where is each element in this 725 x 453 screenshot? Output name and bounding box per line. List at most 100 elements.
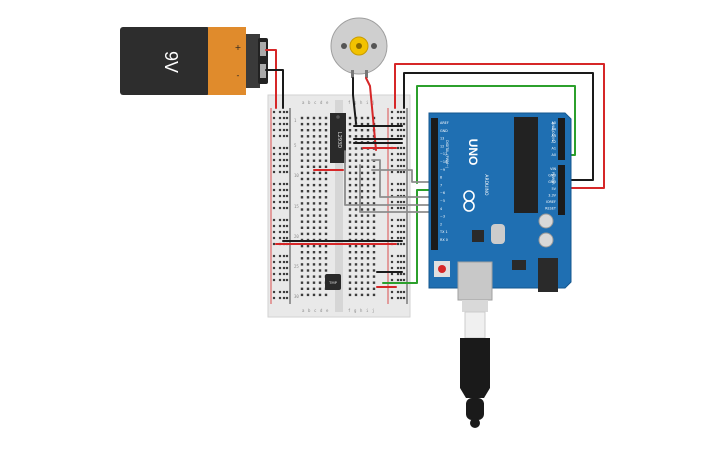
breadboard-hole [318, 190, 322, 193]
breadboard-hole [354, 244, 358, 248]
pin-label: GND [548, 174, 556, 178]
breadboard-hole [348, 202, 352, 205]
power-header[interactable] [558, 165, 565, 215]
usb-plug-body [460, 338, 490, 398]
breadboard-hole [360, 244, 364, 248]
breadboard-hole [300, 122, 304, 126]
capacitor-2 [538, 232, 554, 248]
breadboard-hole [300, 257, 304, 260]
breadboard-hole [324, 159, 328, 162]
breadboard-hole [300, 226, 304, 229]
digital-header[interactable] [431, 118, 438, 250]
rail-hole [285, 200, 289, 204]
wire-battery-plus[interactable] [265, 49, 277, 109]
wire-5v[interactable] [394, 63, 605, 189]
rail-hole [402, 206, 406, 210]
wire-motor-a[interactable] [352, 77, 357, 124]
breadboard-hole [354, 208, 358, 211]
breadboard-hole [312, 147, 316, 150]
breadboard-hole [318, 183, 322, 187]
breadboard-hole [324, 293, 328, 297]
board-brand: ARDUINO [483, 174, 489, 196]
breadboard-hole [360, 171, 364, 175]
breadboard-hole [372, 269, 376, 272]
wire-control-1[interactable] [344, 150, 441, 206]
breadboard-hole [324, 208, 328, 211]
rail-hole [396, 158, 400, 162]
wire-battery-minus[interactable] [265, 69, 284, 109]
breadboard-hole [312, 263, 316, 266]
breadboard-hole [318, 214, 322, 217]
col-label-i: i [366, 100, 369, 105]
rail-hole [282, 290, 286, 294]
rail-hole [402, 122, 406, 126]
rail-hole [278, 194, 282, 198]
breadboard-hole [348, 116, 352, 120]
breadboard-hole [318, 141, 322, 144]
breadboard-hole [306, 208, 310, 211]
row-label-10: 10 [294, 173, 299, 178]
pin-label: 3.3V [548, 193, 556, 197]
rail-hole [285, 188, 289, 192]
breadboard-hole [300, 263, 304, 266]
wire-control-4[interactable] [371, 169, 441, 183]
rail-hole [272, 296, 276, 300]
breadboard-hole [366, 171, 370, 175]
temperature-sensor[interactable]: TMP [325, 274, 341, 290]
col-label-d: d [320, 100, 323, 105]
breadboard-hole [312, 122, 316, 126]
rail-hole [282, 134, 286, 138]
breadboard-hole [300, 116, 304, 120]
rail-hole [402, 128, 406, 132]
breadboard-hole [348, 183, 352, 187]
col-label-b-bottom: b [308, 308, 311, 313]
pin-label: ~10 [440, 160, 447, 164]
col-label-a: a [302, 100, 305, 105]
wire-a0-signal[interactable] [416, 85, 576, 184]
col-label-g: g [354, 100, 357, 105]
power-jack[interactable] [538, 258, 558, 292]
pin-label: 12 [440, 144, 444, 148]
usb-cable[interactable] [460, 300, 490, 428]
breadboard-hole [312, 220, 316, 223]
rail-hole [399, 110, 403, 114]
power-header-label: POWER [551, 172, 555, 185]
rail-hole [282, 236, 286, 240]
wire-control-3[interactable] [371, 159, 441, 198]
breadboard-hole [372, 251, 376, 254]
wire-control-2[interactable] [359, 164, 441, 213]
dc-motor[interactable] [330, 17, 388, 78]
col-label-f: f [348, 100, 351, 105]
usb-port[interactable] [457, 261, 493, 301]
breadboard-hole [318, 244, 322, 248]
breadboard-hole [306, 196, 310, 199]
rail-hole [396, 296, 400, 300]
breadboard-hole [306, 202, 310, 205]
breadboard-hole [318, 135, 322, 138]
rail-hole [272, 200, 276, 204]
breadboard-hole [324, 251, 328, 254]
motor-driver-chip[interactable]: L293D [330, 113, 346, 163]
battery-9v[interactable]: 9V + - [120, 27, 268, 95]
breadboard-hole [306, 122, 310, 126]
rail-hole [399, 260, 403, 264]
breadboard-hole [306, 190, 310, 193]
breadboard-hole [354, 135, 358, 138]
breadboard-hole [300, 287, 304, 290]
reset-button[interactable] [438, 265, 446, 273]
arduino-uno-board[interactable]: UNO ARDUINO DIGITAL (PWM~) ANALOG IN POW… [428, 112, 572, 301]
analog-header[interactable] [558, 118, 565, 160]
wire-gnd[interactable] [403, 72, 594, 181]
breadboard-hole [372, 183, 376, 187]
wire-motor-b[interactable] [365, 77, 377, 151]
rail-hole [272, 182, 276, 186]
breadboard-hole [306, 171, 310, 175]
breadboard-hole [324, 135, 328, 138]
rail-hole [282, 116, 286, 120]
rail-hole [396, 206, 400, 210]
breadboard-hole [318, 153, 322, 156]
breadboard-hole [312, 244, 316, 248]
breadboard-hole [366, 214, 370, 217]
rail-hole [285, 260, 289, 264]
breadboard-row-labels: 1 5 10 15 20 25 30 [294, 118, 299, 299]
